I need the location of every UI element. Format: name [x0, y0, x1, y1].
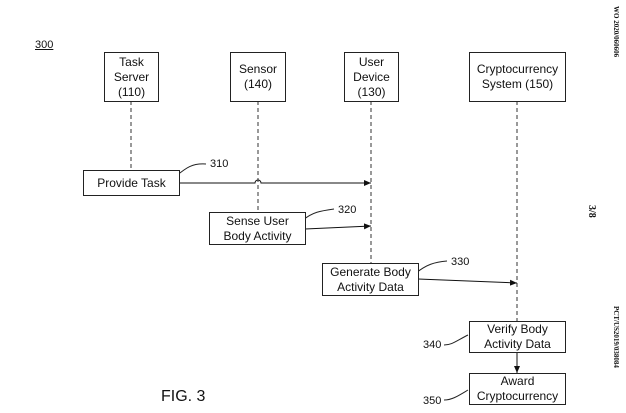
- entity-user-device: User Device (130): [344, 52, 399, 102]
- arrow-generate-body-activity-data: [417, 278, 518, 286]
- step-sense-user-body-activity-line-1: Sense User: [226, 213, 289, 228]
- ref-320: 320: [338, 204, 357, 216]
- leader-310: [175, 163, 207, 177]
- entity-cryptocurrency-system-line-1: Cryptocurrency: [476, 62, 559, 76]
- step-verify-body-activity-data: Verify Body Activity Data: [469, 321, 566, 353]
- figure-number: 300: [35, 39, 54, 51]
- entity-user-device-line-3: (130): [357, 84, 386, 99]
- entity-task-server-line-2: Server: [113, 69, 150, 84]
- step-provide-task: Provide Task: [83, 170, 180, 196]
- entity-sensor-line-2: (140): [243, 77, 272, 91]
- step-verify-body-activity-data-line-2: Activity Data: [484, 337, 551, 351]
- entity-cryptocurrency-system-line-2: System (150): [481, 77, 554, 91]
- ref-310: 310: [210, 158, 229, 170]
- leader-350: [443, 389, 469, 401]
- ref-350: 350: [423, 395, 442, 407]
- step-award-cryptocurrency: Award Cryptocurrency: [469, 373, 566, 405]
- entity-sensor: Sensor (140): [230, 52, 286, 102]
- side-text-bottom: PCT/US2019/038084: [612, 306, 620, 368]
- entity-sensor-line-1: Sensor: [238, 62, 278, 76]
- step-verify-body-activity-data-line-1: Verify Body: [487, 322, 548, 336]
- ref-330: 330: [451, 256, 470, 268]
- leader-340: [443, 334, 469, 346]
- step-generate-body-activity-data-line-1: Generate Body: [330, 264, 411, 279]
- entity-user-device-line-2: Device: [353, 69, 390, 84]
- arrow-sense-user-body-activity: [304, 223, 372, 230]
- entity-task-server: Task Server (110): [104, 52, 159, 102]
- step-sense-user-body-activity: Sense User Body Activity: [209, 212, 306, 245]
- step-generate-body-activity-data-line-2: Activity Data: [337, 279, 404, 294]
- leader-320: [302, 208, 335, 221]
- entity-cryptocurrency-system: Cryptocurrency System (150): [469, 52, 566, 102]
- step-generate-body-activity-data: Generate Body Activity Data: [322, 263, 419, 296]
- step-sense-user-body-activity-line-2: Body Activity: [223, 228, 292, 243]
- arrow-provide-task: [179, 179, 371, 186]
- step-award-cryptocurrency-line-2: Cryptocurrency: [476, 389, 559, 403]
- step-provide-task-line-1: Provide Task: [97, 175, 166, 190]
- side-text-top: WO 2020/060606: [612, 6, 620, 58]
- ref-340: 340: [423, 339, 442, 351]
- figure-label: FIG. 3: [161, 388, 206, 405]
- step-award-cryptocurrency-line-1: Award: [500, 374, 535, 388]
- side-text-middle: 3/8: [586, 205, 597, 218]
- leader-330: [415, 260, 448, 274]
- entity-task-server-line-3: (110): [117, 84, 146, 99]
- entity-user-device-line-1: User: [358, 54, 385, 69]
- entity-task-server-line-1: Task: [119, 54, 144, 69]
